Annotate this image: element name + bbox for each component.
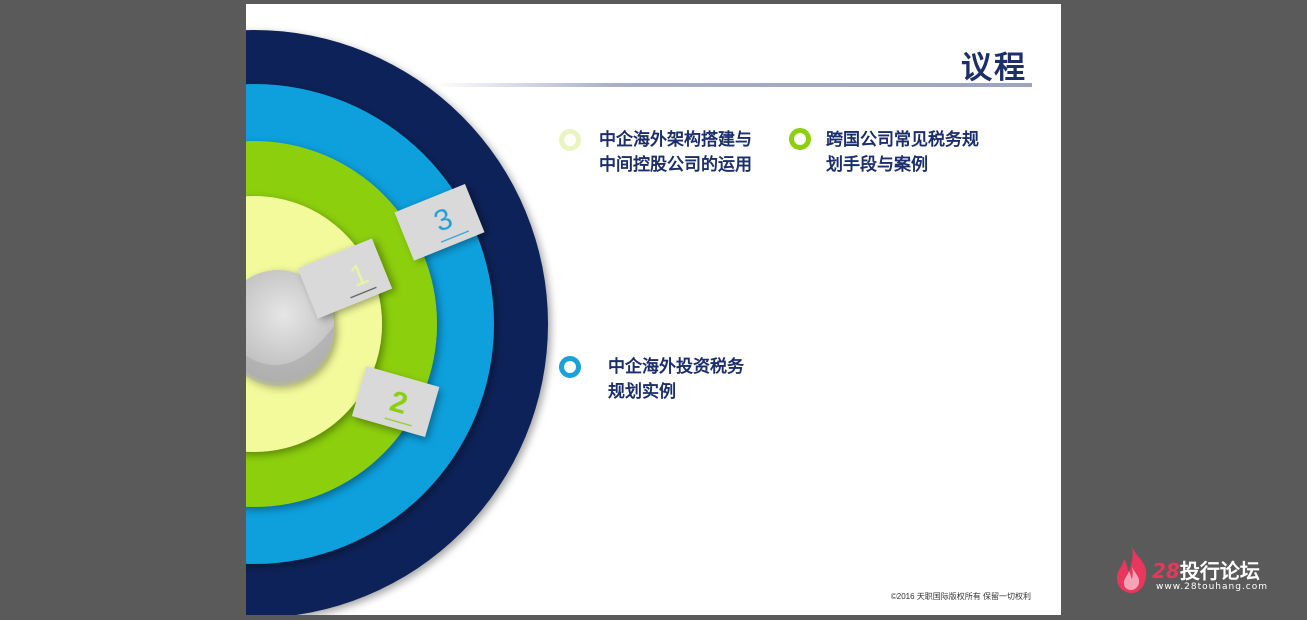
ring-bullet-icon [789, 128, 811, 150]
flame-icon [1116, 547, 1147, 593]
watermark-logo: 28投行论坛 www.28touhang.com [1112, 545, 1282, 595]
copyright-footer: ©2016 天职国际版权所有 保留一切权利 [890, 592, 1031, 601]
tab-3: 3 [394, 183, 485, 261]
agenda-item-3-line-2: 规划实例 [608, 382, 676, 402]
watermark-name: 投行论坛 [1179, 559, 1260, 583]
agenda-item-1-line-1: 中企海外架构搭建与 [599, 130, 752, 150]
agenda-item-2-line-1: 跨国公司常见税务规 [826, 130, 979, 150]
ring-bullet-icon [559, 356, 581, 378]
watermark-title: 28投行论坛 [1152, 555, 1260, 584]
concentric-rings-diagram: 1 2 3 [246, 30, 548, 615]
tab-1: 1 [297, 238, 393, 319]
title-divider [436, 83, 1032, 87]
agenda-item-3-line-1: 中企海外投资税务 [608, 357, 744, 377]
agenda-item-2-text: 跨国公司常见税务规 划手段与案例 [826, 128, 979, 178]
agenda-item-2-line-2: 划手段与案例 [826, 155, 928, 175]
agenda-item-3-text: 中企海外投资税务 规划实例 [608, 355, 744, 405]
agenda-item-1-text: 中企海外架构搭建与 中间控股公司的运用 [599, 128, 752, 178]
slide: 1 2 3 议程 中企海外架构搭建与 中间控股公司的运用 跨国公司常见税务规 划… [246, 4, 1061, 615]
watermark-number: 28 [1152, 559, 1180, 583]
ring-bullet-icon [559, 129, 581, 151]
watermark-url: www.28touhang.com [1156, 582, 1269, 592]
agenda-item-1-line-2: 中间控股公司的运用 [599, 155, 752, 175]
slide-title: 议程 [961, 50, 1027, 86]
tab-2: 2 [351, 366, 440, 437]
